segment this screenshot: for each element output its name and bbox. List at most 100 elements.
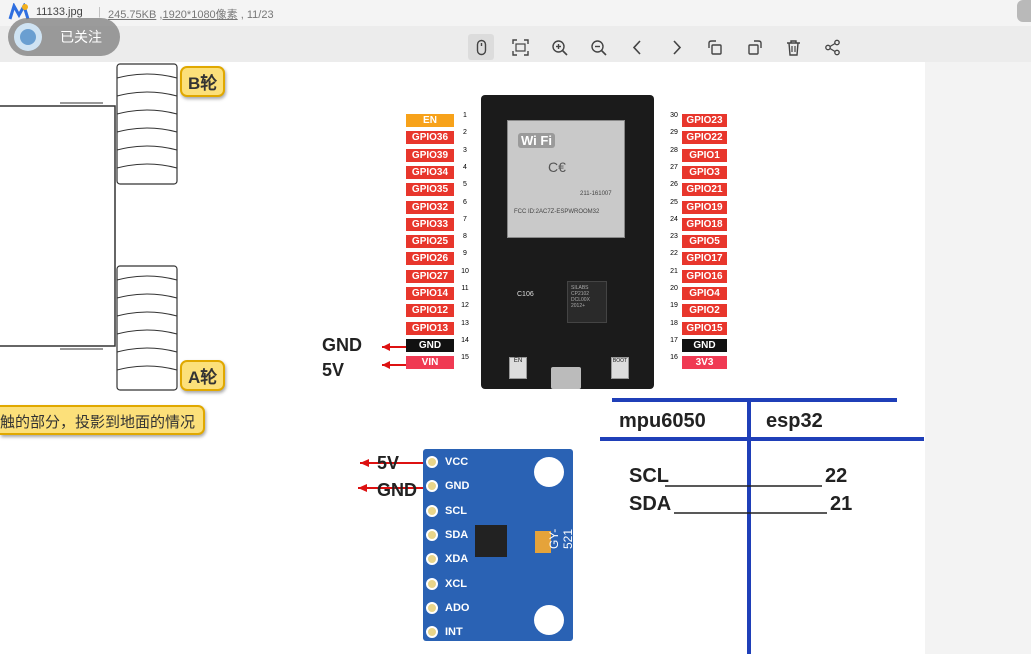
mpu-pin-hole	[426, 529, 438, 541]
mpu-pin-label: SDA	[445, 529, 469, 541]
esp32-pin-number: 5	[463, 181, 467, 188]
previous-button[interactable]	[624, 34, 650, 60]
title-bar: 11133.jpg | 245.75KB ,1920*1080像素 , 11/2…	[0, 0, 1031, 26]
note-banner: 触的部分，投影到地面的情况	[0, 405, 206, 435]
mpu-pin-label: VCC	[445, 456, 469, 468]
mpu-capacitor	[535, 531, 551, 553]
esp32-pin-number: 16	[670, 354, 678, 361]
esp32-pin-label: GPIO22	[682, 131, 727, 144]
esp32-pin-number: 25	[670, 199, 678, 206]
mouse-icon	[476, 39, 486, 55]
mpu6050-board: GY-521	[423, 449, 575, 641]
esp32-pin-number: 18	[670, 320, 678, 327]
esp-gnd-label: GND	[322, 335, 362, 355]
viewer-toolbar	[468, 34, 858, 60]
esp32-pin-label: GPIO15	[682, 322, 727, 335]
esp32-pin-label: GPIO32	[406, 201, 454, 214]
esp32-pin-number: 15	[461, 354, 469, 361]
esp32-pin-label: GPIO19	[682, 201, 727, 214]
zoom-out-button[interactable]	[585, 34, 611, 60]
esp32-pin-number: 23	[670, 233, 678, 240]
esp32-pin-number: 19	[670, 302, 678, 309]
esp32-board: Wi Fi C€ 211-161007 FCC ID:2AC7Z-ESPWROO…	[481, 95, 654, 389]
share-icon	[824, 39, 840, 55]
rotate-right-button[interactable]	[741, 34, 767, 60]
esp32-pin-label: GPIO3	[682, 166, 727, 179]
viewer-right-margin	[925, 62, 1031, 654]
ce-mark: C€	[548, 159, 566, 175]
chevron-right-icon	[672, 39, 681, 55]
mpu-5v-label: 5V	[377, 453, 400, 473]
esp32-pin-number: 8	[463, 233, 467, 240]
esp32-pin-label: GPIO26	[406, 252, 454, 265]
mpu-pin-label: XDA	[445, 553, 469, 565]
mpu-pin-hole	[426, 456, 438, 468]
delete-button[interactable]	[780, 34, 806, 60]
rotate-left-button[interactable]	[702, 34, 728, 60]
zoom-in-button[interactable]	[546, 34, 572, 60]
scl-label: SCL	[629, 465, 669, 487]
esp32-pin-number: 29	[670, 129, 678, 136]
mpu-pin-label: INT	[445, 626, 463, 638]
mpu-chip	[475, 525, 507, 557]
esp32-pin-number: 12	[461, 302, 469, 309]
en-button: EN	[509, 357, 527, 379]
zoom-in-icon	[551, 39, 568, 56]
mouse-mode-button[interactable]	[468, 34, 494, 60]
rotate-right-icon	[747, 39, 762, 55]
esp32-pin-number: 1	[463, 112, 467, 119]
mpu-pin-hole	[426, 480, 438, 492]
esp32-pin-label: GPIO34	[406, 166, 454, 179]
trash-icon	[786, 39, 800, 56]
esp32-pin-label: GPIO5	[682, 235, 727, 248]
mpu-pin-label: GND	[445, 480, 470, 492]
esp32-pin-number: 11	[461, 285, 469, 292]
mount-hole	[534, 605, 564, 635]
esp32-pin-number: 10	[461, 268, 469, 275]
esp32-pin-label: GPIO35	[406, 183, 454, 196]
esp32-pin-label: GPIO17	[682, 252, 727, 265]
esp32-pin-number: 7	[463, 216, 467, 223]
esp32-pin-label: GPIO27	[406, 270, 454, 283]
share-button[interactable]	[819, 34, 845, 60]
avatar	[14, 23, 42, 51]
esp32-pin-number: 26	[670, 181, 678, 188]
mpu-pin-hole	[426, 578, 438, 590]
image-index: 11/23	[246, 9, 274, 21]
title-separator: |	[98, 6, 101, 18]
mpu-pin-hole	[426, 626, 438, 638]
cap-label: C106	[517, 291, 534, 298]
wifi-logo: Wi Fi	[518, 133, 555, 148]
esp32-pin-label: GPIO36	[406, 131, 454, 144]
esp32-pin-number: 6	[463, 199, 467, 206]
boot-button: BOOT	[611, 357, 629, 379]
esp32-pin-label: VIN	[406, 356, 454, 369]
mount-hole	[534, 457, 564, 487]
esp32-pin-number: 27	[670, 164, 678, 171]
mpu-gnd-label: GND	[377, 480, 417, 500]
rotate-left-icon	[707, 39, 722, 55]
esp32-pin-label: GPIO2	[682, 304, 727, 317]
esp32-pin-label: GND	[406, 339, 454, 352]
usb-port	[551, 367, 581, 389]
esp32-pin-label: 3V3	[682, 356, 727, 369]
file-resolution: 1920*1080像素	[162, 9, 238, 21]
app-logo-icon	[8, 3, 30, 20]
esp32-pin-label: GPIO18	[682, 218, 727, 231]
esp32-pin-label: GPIO14	[406, 287, 454, 300]
follow-button[interactable]: 已关注	[8, 18, 120, 56]
esp32-pin-label: GPIO4	[682, 287, 727, 300]
window-corner	[1017, 0, 1031, 22]
mpu-pin-hole	[426, 505, 438, 517]
esp32-pin-number: 30	[670, 112, 678, 119]
esp32-pin-label: GND	[682, 339, 727, 352]
next-button[interactable]	[663, 34, 689, 60]
file-name: 11133.jpg	[36, 6, 83, 18]
esp32-pin-number: 28	[670, 147, 678, 154]
esp32-pin-number: 24	[670, 216, 678, 223]
table-header-esp32: esp32	[766, 410, 823, 432]
fit-screen-button[interactable]	[507, 34, 533, 60]
zoom-out-icon	[590, 39, 607, 56]
esp32-pin-label: GPIO21	[682, 183, 727, 196]
